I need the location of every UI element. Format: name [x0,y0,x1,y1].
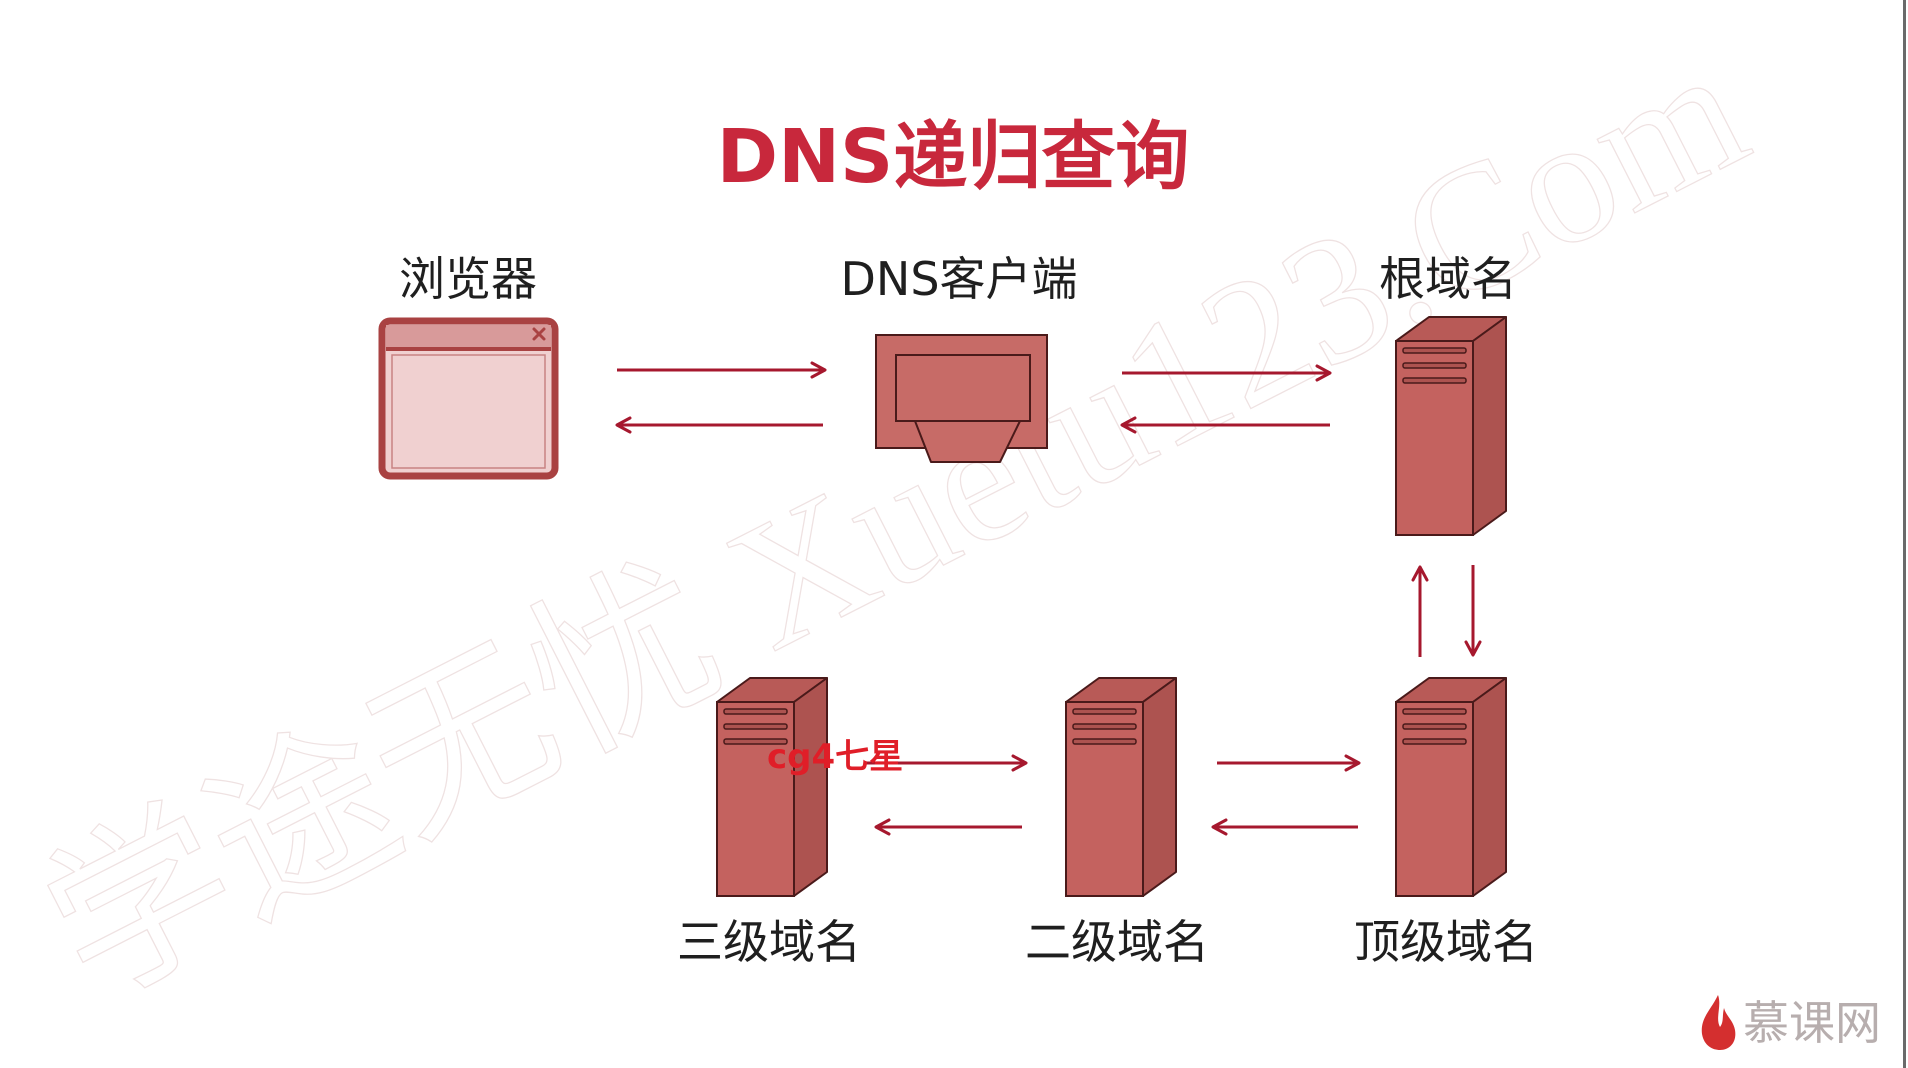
flame-icon [1701,995,1736,1050]
server-drive-slot [723,738,788,745]
server-drive-slot [723,723,788,730]
browser-label: 浏览器 [399,252,537,306]
dns-client-label: DNS客户端 [840,252,1077,306]
root-server-icon [1395,316,1507,536]
server-drive-slot [1402,738,1467,745]
third-level-server-icon [716,677,828,897]
monitor-icon [875,334,1048,463]
second-level-domain-label: 二级域名 [1025,915,1209,969]
third-level-domain-label: 三级域名 [677,915,861,969]
server-drive-slot [1072,723,1137,730]
browser-content-pane [391,354,546,469]
slide-right-edge [1903,0,1906,1068]
server-drive-slot [1072,708,1137,715]
server-drive-slot [1402,723,1467,730]
logo-text: 慕课网 [1743,996,1881,1050]
page-title: DNS递归查询 [717,114,1190,200]
monitor-stand [914,420,1021,463]
server-front-face [716,701,795,897]
root-domain-label: 根域名 [1379,252,1517,306]
server-drive-slot [1402,347,1467,354]
server-drive-slot [1072,738,1137,745]
server-side-face [1472,677,1507,897]
browser-titlebar [386,325,551,347]
browser-frame [378,317,559,480]
server-side-face [1142,677,1177,897]
server-drive-slot [723,708,788,715]
server-front-face [1395,701,1474,897]
top-level-server-icon [1395,677,1507,897]
overlay-text: cg4七星 [767,737,903,777]
server-front-face [1065,701,1144,897]
server-drive-slot [1402,708,1467,715]
top-level-domain-label: 顶级域名 [1354,915,1538,969]
logo: 慕课网 [1701,995,1881,1050]
server-front-face [1395,340,1474,536]
server-side-face [1472,316,1507,536]
server-drive-slot [1402,362,1467,369]
second-level-server-icon [1065,677,1177,897]
monitor-screen [895,354,1031,422]
server-drive-slot [1402,377,1467,384]
close-icon [532,327,546,341]
browser-window-icon [378,317,559,480]
server-side-face [793,677,828,897]
